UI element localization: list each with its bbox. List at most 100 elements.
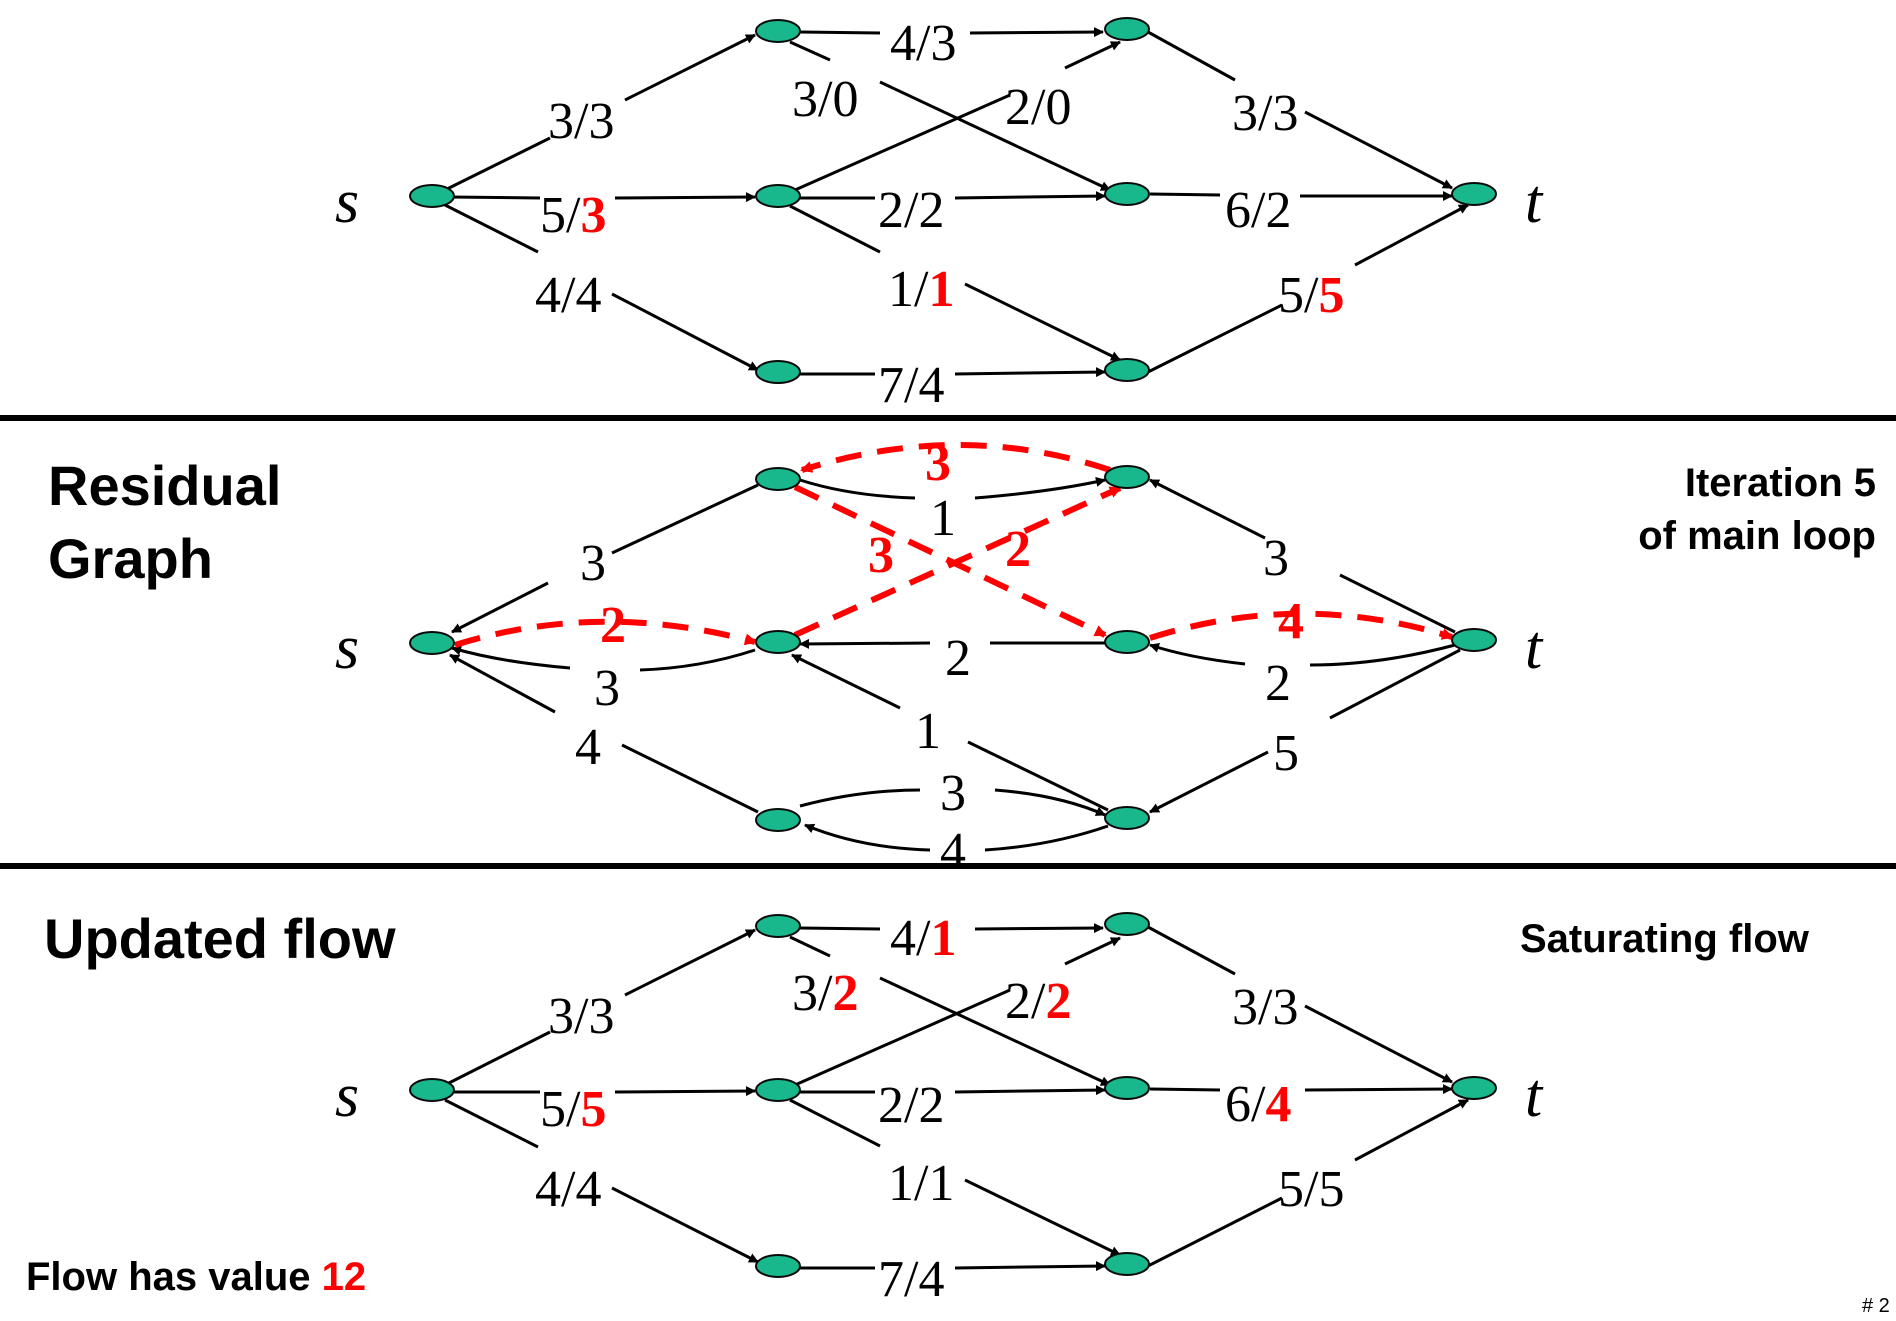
edge-label: 3/2 bbox=[792, 965, 858, 1022]
edge-label: 4/3 bbox=[890, 15, 956, 72]
edge-label: 6/4 bbox=[1225, 1076, 1291, 1133]
flow-value-caption: Flow has value 12 bbox=[26, 1255, 366, 1299]
edge-d-t bbox=[1304, 1004, 1453, 1084]
edge-a-e bbox=[879, 80, 1111, 192]
edge-s-c bbox=[444, 203, 539, 254]
residual-edge-b-s bbox=[451, 645, 571, 670]
node-b bbox=[755, 184, 801, 208]
edge-label: 4/4 bbox=[535, 1161, 601, 1218]
edge-s-b bbox=[449, 195, 541, 200]
top-flow-graph: 3/3 5/3 4/4 4/3 3/0 2/0 2/2 1/1 7/4 3/3 … bbox=[335, 15, 1544, 414]
edge-s-c bbox=[611, 292, 759, 372]
edge-label: 3 bbox=[1263, 530, 1289, 587]
edge-b-d bbox=[794, 988, 1011, 1087]
edge-d-t bbox=[1147, 30, 1236, 82]
page-number: # 2 bbox=[1862, 1295, 1890, 1317]
residual-edges bbox=[449, 477, 1461, 852]
edge-s-c bbox=[611, 1186, 759, 1264]
edge-label: 3 bbox=[594, 660, 620, 717]
edge-s-b bbox=[614, 192, 756, 203]
residual-edge-a-s bbox=[611, 483, 759, 555]
edge-a-d bbox=[974, 923, 1104, 934]
node-c bbox=[755, 808, 801, 832]
node-a bbox=[755, 467, 801, 491]
edge-c-f bbox=[954, 367, 1106, 378]
augmenting-label: 4 bbox=[1278, 593, 1304, 650]
node-e bbox=[1104, 182, 1150, 206]
edge-e-t bbox=[1149, 1087, 1221, 1092]
edge-b-f bbox=[964, 1178, 1121, 1257]
edge-s-a bbox=[624, 33, 756, 102]
edge-s-a bbox=[444, 1030, 551, 1087]
node-a bbox=[755, 914, 801, 938]
edge-b-f bbox=[964, 282, 1121, 362]
edge-label: 3/0 bbox=[792, 71, 858, 128]
node-s bbox=[409, 1078, 455, 1102]
residual-graph: Residual Graph Iteration 5 of main loop bbox=[48, 435, 1876, 880]
edge-a-e bbox=[789, 40, 831, 62]
augmenting-label: 2 bbox=[600, 597, 626, 654]
bottom-edges bbox=[444, 923, 1469, 1272]
augmenting-edge-e-t bbox=[1149, 610, 1454, 641]
edge-label: 5/5 bbox=[1278, 1161, 1344, 1218]
node-d bbox=[1104, 17, 1150, 41]
edge-label: 1/1 bbox=[888, 261, 954, 318]
augmenting-path bbox=[454, 442, 1454, 648]
edge-a-d bbox=[799, 30, 881, 35]
edge-label: 2/2 bbox=[878, 1077, 944, 1134]
edge-e-t bbox=[1304, 1084, 1453, 1095]
node-e bbox=[1104, 630, 1150, 654]
edge-label: 3 bbox=[580, 535, 606, 592]
residual-edge-c-s bbox=[449, 653, 556, 714]
residual-edge-t-d bbox=[1339, 573, 1456, 634]
source-label: s bbox=[335, 168, 359, 236]
residual-edge-labels: 3 3 4 1 2 1 3 4 3 2 5 2 2 3 3 4 bbox=[575, 435, 1304, 880]
edge-label: 3 bbox=[940, 765, 966, 822]
node-f bbox=[1104, 1252, 1150, 1276]
edge-label: 3/3 bbox=[1232, 85, 1298, 142]
residual-edge-a-d bbox=[799, 478, 916, 500]
edge-b-f bbox=[789, 1098, 881, 1148]
node-b bbox=[755, 630, 801, 654]
flow-value-prefix: Flow has value bbox=[26, 1255, 322, 1299]
node-b bbox=[755, 1078, 801, 1102]
edge-label: 2 bbox=[945, 630, 971, 687]
bottom-nodes bbox=[409, 912, 1497, 1278]
top-edges bbox=[444, 27, 1469, 378]
edge-label: 4 bbox=[575, 719, 601, 776]
residual-edge-t-f bbox=[1149, 750, 1269, 814]
edge-label: 2 bbox=[1265, 655, 1291, 712]
edge-label: 5/3 bbox=[540, 187, 606, 244]
edge-b-d bbox=[794, 93, 1011, 192]
residual-edge-c-s bbox=[621, 743, 759, 814]
edge-f-t bbox=[1354, 1098, 1469, 1162]
edge-label: 5 bbox=[1273, 725, 1299, 782]
source-label: s bbox=[335, 1062, 359, 1130]
edge-label: 3/3 bbox=[548, 988, 614, 1045]
residual-edge-a-d bbox=[974, 477, 1106, 500]
edge-f-t bbox=[1354, 203, 1469, 267]
node-d bbox=[1104, 912, 1150, 936]
residual-edge-t-e bbox=[1309, 643, 1456, 667]
edge-a-d bbox=[969, 27, 1104, 38]
node-t bbox=[1451, 628, 1497, 652]
iteration-line2: of main loop bbox=[1638, 514, 1876, 558]
residual-title-line2: Graph bbox=[48, 527, 213, 590]
residual-edge-f-c bbox=[984, 824, 1109, 852]
sink-label: t bbox=[1525, 168, 1544, 236]
updated-flow-title: Updated flow bbox=[44, 907, 396, 970]
iteration-line1: Iteration 5 bbox=[1685, 461, 1876, 505]
node-c bbox=[755, 360, 801, 384]
residual-edge-c-f bbox=[994, 788, 1106, 817]
edge-label: 2/0 bbox=[1005, 79, 1071, 136]
sink-label: t bbox=[1525, 614, 1544, 682]
edge-label: 3/3 bbox=[1232, 979, 1298, 1036]
edge-b-e bbox=[954, 1085, 1106, 1096]
sink-label: t bbox=[1525, 1062, 1544, 1130]
augmenting-edge-s-b bbox=[454, 618, 757, 648]
edge-label: 5/5 bbox=[1278, 267, 1344, 324]
node-t bbox=[1451, 1076, 1497, 1100]
node-f bbox=[1104, 358, 1150, 382]
node-s bbox=[409, 184, 455, 208]
node-c bbox=[755, 1254, 801, 1278]
